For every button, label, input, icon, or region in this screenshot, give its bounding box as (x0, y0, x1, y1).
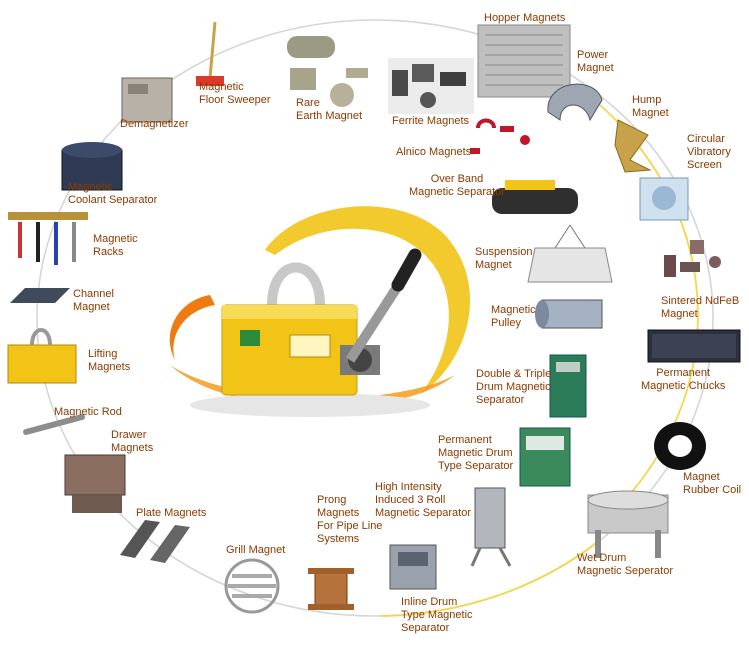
alnico-magnets-image (470, 118, 530, 154)
floor-sweeper-image (196, 21, 224, 86)
label-grill: Grill Magnet (226, 544, 286, 556)
ring-accent-right (599, 104, 699, 521)
magnetic-chucks-image (647, 329, 741, 363)
label-demag: Demagnetizer (120, 118, 189, 130)
hump-magnet-image (614, 119, 652, 173)
channel-magnet-image (10, 288, 70, 303)
inline-drum-image (389, 544, 437, 590)
magnetic-pulley-image (535, 299, 603, 329)
center-lifting-magnet (221, 248, 422, 396)
hopper-magnets-image (477, 24, 571, 98)
prong-magnet-image (308, 568, 354, 610)
coolant-separator-image (61, 142, 123, 191)
circular-screen-image (639, 177, 689, 221)
magnetic-rod-image (23, 414, 85, 435)
grill-magnet-image (224, 558, 280, 614)
racks-image (8, 212, 88, 265)
power-magnet-image (547, 83, 603, 122)
product-ring (36, 19, 714, 617)
rubber-coil-image (654, 422, 706, 470)
center-swoosh-orange (169, 295, 215, 360)
center-shadow (190, 393, 430, 417)
demagnetizer-image (121, 77, 173, 123)
rare-earth-image (287, 36, 368, 107)
plate-magnets-image (120, 520, 190, 563)
ndfeb-magnet-image (664, 240, 721, 277)
drawer-magnets-image (64, 454, 126, 513)
ring-accent-bottom (379, 539, 601, 617)
ferrite-magnets-image (388, 58, 474, 114)
label-rod: Magnetic Rod (54, 406, 122, 418)
overband-image (492, 180, 578, 214)
permanent-drum-image (519, 427, 571, 487)
lifting-magnets-image (7, 328, 77, 384)
label-hopper: Hopper Magnets (484, 12, 566, 24)
label-alnico: Alnico Magnets (396, 146, 472, 158)
double-triple-drum-image (549, 354, 587, 418)
wet-drum-image (587, 490, 669, 558)
label-plate: Plate Magnets (136, 507, 207, 519)
label-ferrite: Ferrite Magnets (392, 115, 470, 127)
suspension-magnet-image (527, 224, 613, 283)
high-intensity-image (470, 487, 512, 567)
